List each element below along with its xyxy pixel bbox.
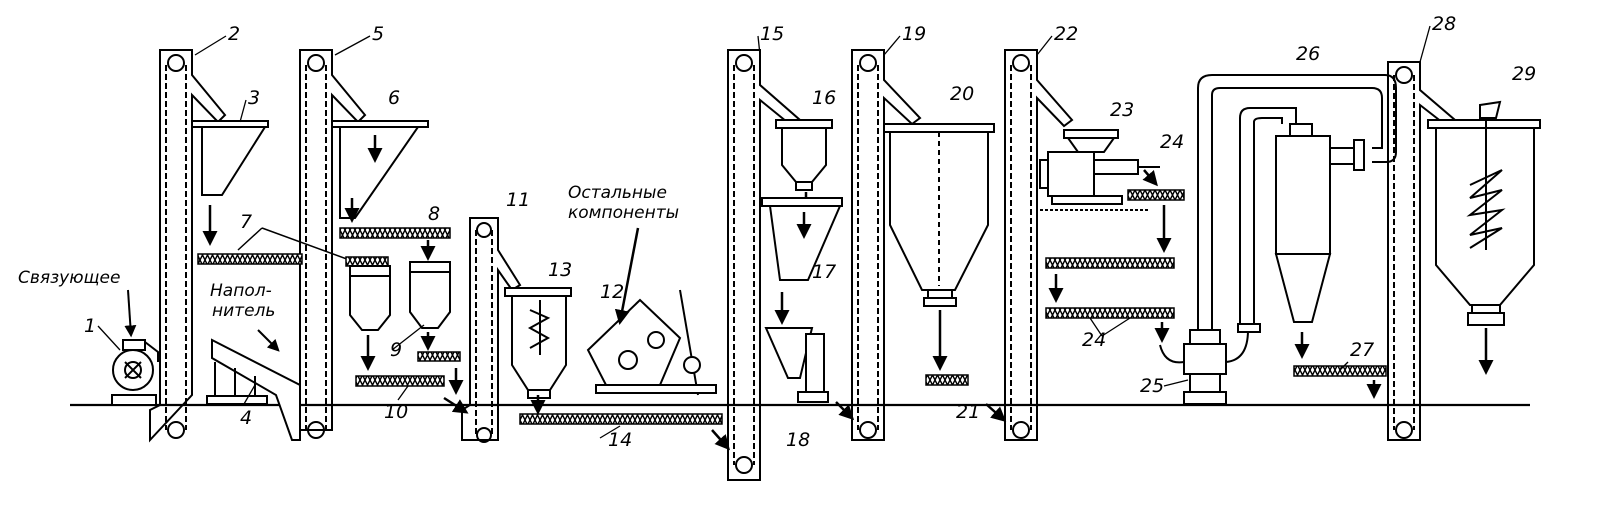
callout-12: 12 [600, 281, 624, 303]
callout-24: 24 [1160, 131, 1184, 153]
callout-20: 20 [950, 83, 974, 105]
callout-8: 8 [428, 203, 440, 225]
callout-15: 15 [760, 23, 784, 45]
conveyor-10b [417, 351, 461, 362]
pump-1 [111, 339, 159, 406]
conveyor-14 [519, 413, 723, 425]
filler-feeder-4 [206, 338, 301, 441]
binder-arrow [124, 289, 137, 338]
callout-9: 9 [390, 339, 402, 361]
bucket-elevator-22 [1004, 49, 1074, 441]
silo-20 [883, 123, 995, 307]
conveyor-27 [1293, 365, 1387, 377]
other-components-line2: компоненты [568, 203, 679, 223]
conveyor-7b [345, 256, 389, 267]
mixer-13 [504, 287, 572, 399]
hopper-3 [191, 120, 269, 196]
callout-28: 28 [1432, 13, 1456, 35]
callout-23: 23 [1110, 99, 1134, 121]
doser-9b [409, 261, 451, 329]
extruder-18 [764, 327, 829, 403]
roll-mill-12 [586, 289, 717, 396]
callout-26: 26 [1296, 43, 1320, 65]
callout-5: 5 [372, 23, 384, 45]
callout-14: 14 [608, 429, 632, 451]
callout-16: 16 [812, 87, 836, 109]
air-ducts [1197, 74, 1397, 330]
callout-4: 4 [240, 407, 252, 429]
conveyor-10a [355, 375, 445, 387]
conveyor-7a [197, 253, 303, 265]
dryer-25 [1159, 323, 1261, 405]
cyclone-26 [1274, 123, 1365, 323]
callout-25: 25 [1140, 375, 1164, 397]
callout-10: 10 [384, 401, 408, 423]
callout-2: 2 [228, 23, 240, 45]
doser-16 [775, 119, 833, 191]
filler-label-line1: Напол- [210, 281, 272, 301]
callout-18: 18 [786, 429, 810, 451]
callout-6: 6 [388, 87, 400, 109]
bucket-elevator-2 [149, 49, 227, 443]
hopper-17 [761, 197, 843, 281]
callout-leaders [97, 25, 1431, 439]
conveyor-24b [1045, 257, 1175, 269]
doser-9a [349, 265, 391, 331]
granulator-23 [1039, 129, 1160, 211]
callout-19: 19 [902, 23, 926, 45]
conveyor-24c [1045, 307, 1175, 319]
conveyor-21 [925, 374, 969, 386]
callout-29: 29 [1512, 63, 1536, 85]
callout-17: 17 [812, 261, 836, 283]
binder-label: Связующее [18, 268, 120, 288]
hopper-6 [331, 120, 429, 219]
callout-27: 27 [1350, 339, 1374, 361]
callout-7: 7 [240, 211, 252, 233]
conveyor-8 [339, 227, 451, 239]
callout-22: 22 [1054, 23, 1078, 45]
callout-13: 13 [548, 259, 572, 281]
mixer-29 [1427, 100, 1541, 326]
filler-label-line2: нитель [212, 301, 275, 321]
other-components-line1: Остальные [568, 183, 667, 203]
callout-21: 21 [956, 401, 980, 423]
callout-11: 11 [506, 189, 530, 211]
callout-1: 1 [84, 315, 96, 337]
callout-3: 3 [248, 87, 260, 109]
conveyor-24a [1127, 189, 1185, 201]
callout-24b: 24 [1082, 329, 1106, 351]
